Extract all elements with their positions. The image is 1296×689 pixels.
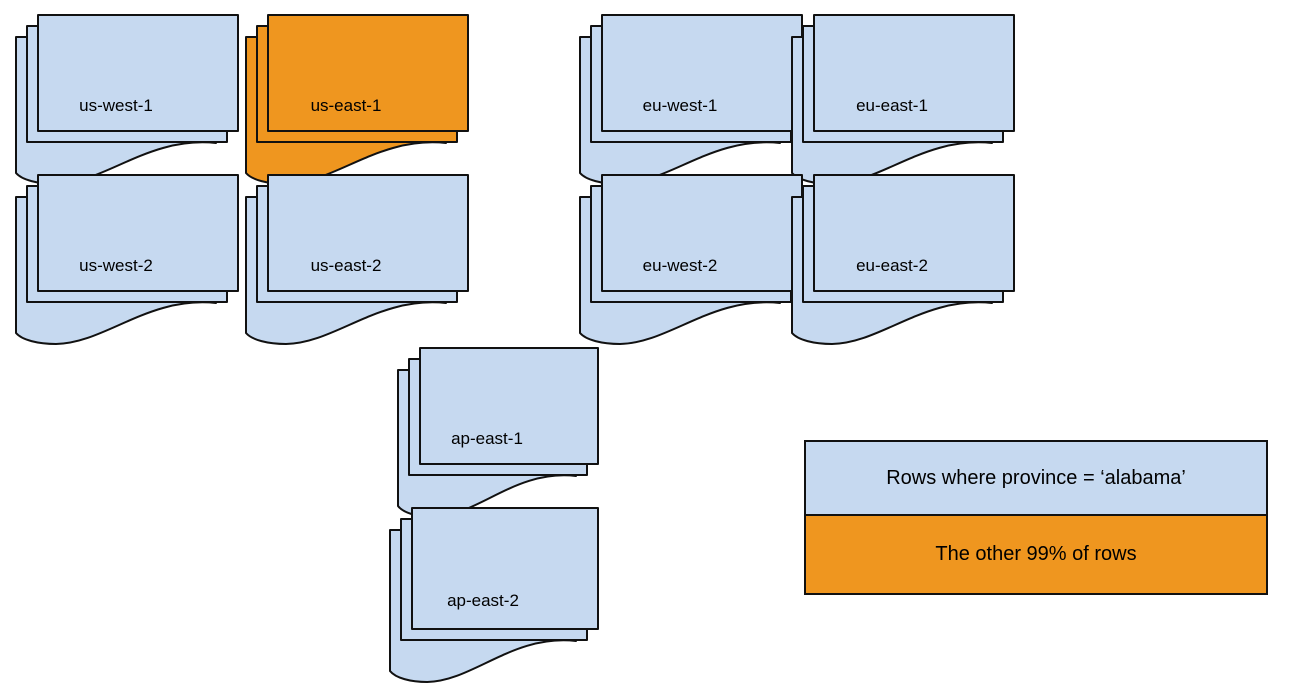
legend: Rows where province = ‘alabama’ The othe… bbox=[804, 440, 1268, 595]
legend-row-orange: The other 99% of rows bbox=[806, 516, 1266, 593]
document-stack-eu-east-2[interactable]: eu-east-2 bbox=[791, 174, 1015, 349]
stack-shape-us-east-2 bbox=[245, 174, 469, 345]
legend-row-blue: Rows where province = ‘alabama’ bbox=[806, 442, 1266, 516]
document-stack-us-east-1[interactable]: us-east-1 bbox=[245, 14, 469, 189]
document-stack-us-west-1[interactable]: us-west-1 bbox=[15, 14, 239, 189]
document-stack-us-east-2[interactable]: us-east-2 bbox=[245, 174, 469, 349]
stack-shape-eu-west-1 bbox=[579, 14, 803, 185]
document-stack-ap-east-1[interactable]: ap-east-1 bbox=[397, 347, 599, 522]
stack-shape-eu-east-1 bbox=[791, 14, 1015, 185]
document-stack-us-west-2[interactable]: us-west-2 bbox=[15, 174, 239, 349]
stack-shape-ap-east-1 bbox=[397, 347, 599, 518]
stack-shape-us-west-1 bbox=[15, 14, 239, 185]
stack-shape-us-west-2 bbox=[15, 174, 239, 345]
stack-shape-eu-west-2 bbox=[579, 174, 803, 345]
document-stack-eu-west-1[interactable]: eu-west-1 bbox=[579, 14, 803, 189]
document-stack-eu-west-2[interactable]: eu-west-2 bbox=[579, 174, 803, 349]
legend-label-orange: The other 99% of rows bbox=[935, 543, 1137, 565]
document-stack-eu-east-1[interactable]: eu-east-1 bbox=[791, 14, 1015, 189]
document-stack-ap-east-2[interactable]: ap-east-2 bbox=[389, 507, 599, 687]
stack-shape-ap-east-2 bbox=[389, 507, 599, 683]
stack-shape-us-east-1 bbox=[245, 14, 469, 185]
stack-shape-eu-east-2 bbox=[791, 174, 1015, 345]
legend-label-blue: Rows where province = ‘alabama’ bbox=[886, 466, 1186, 489]
